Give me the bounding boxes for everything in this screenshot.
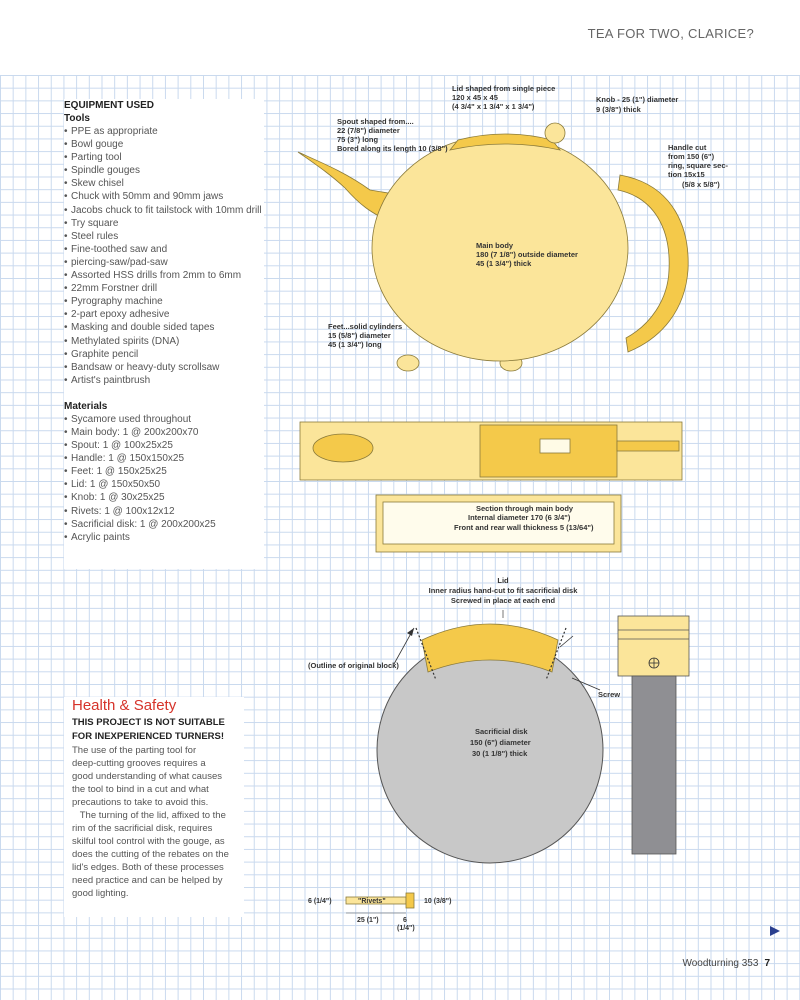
top-view-spout [312, 433, 374, 463]
health-safety-line: the tool to bind in a cut and what [72, 784, 209, 795]
outline-dash-right [545, 627, 567, 681]
rivet-head [405, 892, 415, 909]
next-page-arrow-icon[interactable] [770, 926, 780, 936]
tools-list: PPE as appropriateBowl gougeParting tool… [64, 125, 264, 387]
tool-item: Fine-toothed saw and [64, 243, 264, 256]
equipment-panel: EQUIPMENT USED Tools PPE as appropriateB… [64, 99, 264, 569]
material-item: Acrylic paints [64, 531, 264, 544]
tool-item: Methylated spirits (DNA) [64, 335, 264, 348]
screw-label: Screw [598, 690, 620, 699]
page-number: 7 [764, 958, 770, 969]
health-safety-panel: Health & Safety THIS PROJECT IS NOT SUIT… [64, 697, 244, 917]
tool-item: piercing-saw/pad-saw [64, 256, 264, 269]
tool-item: Graphite pencil [64, 348, 264, 361]
teapot-top-view [299, 421, 683, 481]
health-safety-line: The use of the parting tool for [72, 745, 197, 756]
warning-line-1: THIS PROJECT IS NOT SUITABLE [72, 717, 225, 728]
tool-item: Parting tool [64, 151, 264, 164]
health-safety-line: precautions to take to avoid this. [72, 797, 209, 808]
teapot-side-view [297, 122, 689, 372]
lid [448, 133, 562, 151]
tool-item: 22mm Forstner drill [64, 282, 264, 295]
top-view-handle [616, 440, 680, 452]
magazine-issue: Woodturning 353 [682, 958, 759, 969]
knob [544, 122, 566, 144]
health-safety-line: rim of the sacrificial disk, requires [72, 823, 213, 834]
warning-line-2: FOR INEXPERIENCED TURNERS! [72, 730, 225, 742]
rivet-label: "Rivets" [358, 898, 386, 905]
tool-item: Spindle gouges [64, 164, 264, 177]
material-item: Knob: 1 @ 30x25x25 [64, 491, 264, 504]
material-item: Sacrificial disk: 1 @ 200x200x25 [64, 518, 264, 531]
material-item: Main body: 1 @ 200x200x70 [64, 426, 264, 439]
top-band [0, 0, 800, 75]
outline-label: (Outline of original block) [308, 661, 399, 670]
spout [297, 151, 395, 223]
screw-leader [571, 677, 601, 691]
tool-item: Bowl gouge [64, 138, 264, 151]
material-item: Lid: 1 @ 150x50x50 [64, 478, 264, 491]
materials-list: Sycamore used throughoutMain body: 1 @ 2… [64, 413, 264, 544]
handle [617, 174, 689, 353]
tool-item: Masking and double sided tapes [64, 321, 264, 334]
rivet-dim-head: 6(1/4") [397, 917, 415, 932]
rivet-dim-right: 10 (3/8") [424, 898, 451, 905]
health-safety-text: The use of the parting tool for deep-cutt… [64, 744, 244, 900]
health-safety-line: lid's edges. Both of these processes [72, 862, 224, 873]
equipment-heading: EQUIPMENT USED [64, 100, 155, 111]
tool-item: Jacobs chuck to fit tailstock with 10mm … [64, 204, 264, 217]
health-safety-line: deep-cutting grooves requires a [72, 758, 206, 769]
outline-dash-left [415, 627, 437, 681]
material-item: Rivets: 1 @ 100x12x12 [64, 505, 264, 518]
tool-item: Assorted HSS drills from 2mm to 6mm [64, 269, 264, 282]
tool-item: Pyrography machine [64, 295, 264, 308]
health-safety-line: does the cutting of the rebates on the [72, 849, 229, 860]
material-item: Feet: 1 @ 150x25x25 [64, 465, 264, 478]
tool-item: Chuck with 50mm and 90mm jaws [64, 190, 264, 203]
health-safety-line: skilful tool control with the gouge, as [72, 836, 225, 847]
health-safety-line: good understanding of what causes [72, 771, 222, 782]
tool-item: 2-part epoxy adhesive [64, 308, 264, 321]
page-footer: Woodturning 353 7 [682, 958, 770, 969]
tools-heading: Tools [64, 113, 90, 124]
arrow-right [559, 635, 574, 648]
tool-shank [631, 675, 677, 855]
tool-item: Skew chisel [64, 177, 264, 190]
rivet-dim-length: 25 (1") [357, 917, 379, 924]
material-item: Sycamore used throughout [64, 413, 264, 426]
tool-item: Bandsaw or heavy-duty scrollsaw [64, 361, 264, 374]
lid-on-disk [421, 623, 559, 673]
tool-item: Artist's paintbrush [64, 374, 264, 387]
material-item: Spout: 1 @ 100x25x25 [64, 439, 264, 452]
rivet-dim-left: 6 (1/4") [308, 898, 332, 905]
section-inner [382, 501, 615, 545]
materials-heading: Materials [64, 400, 108, 412]
tool-item: Try square [64, 217, 264, 230]
health-safety-line: need practice and can be helped by [72, 875, 223, 886]
health-safety-title: Health & Safety [72, 697, 177, 714]
arrow-left-head [407, 628, 414, 636]
health-safety-line: The turning of the lid, affixed to the [72, 810, 226, 821]
material-item: Handle: 1 @ 150x150x25 [64, 452, 264, 465]
health-safety-line: good lighting. [72, 888, 129, 899]
top-view-slot [539, 438, 571, 454]
rivet-drawing: "Rivets" 6 (1/4") 10 (3/8") 25 (1") 6(1/… [308, 892, 451, 932]
tool-item: PPE as appropriate [64, 125, 264, 138]
running-header: TEA FOR TWO, CLARICE? [587, 26, 754, 41]
tool-item: Steel rules [64, 230, 264, 243]
foot-left [396, 354, 420, 372]
